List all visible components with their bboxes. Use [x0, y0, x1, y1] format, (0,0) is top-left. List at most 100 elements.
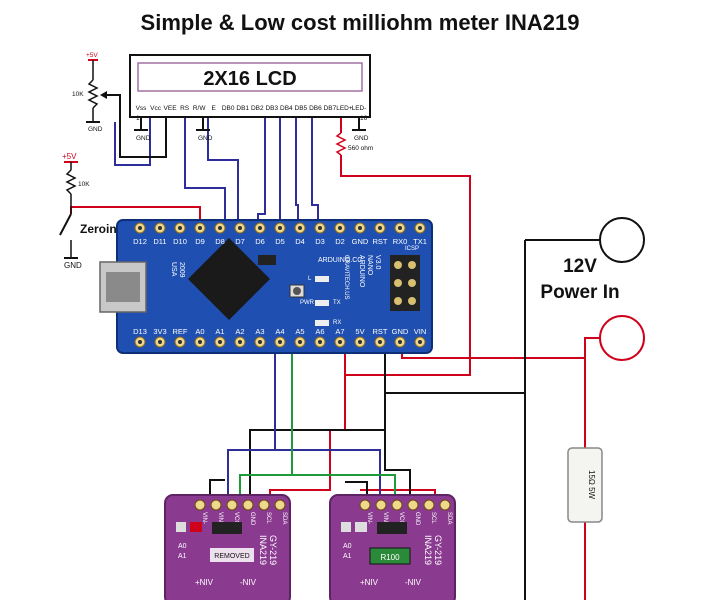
gnd-label-3: GND — [354, 135, 369, 142]
ina2-name: INA219 — [423, 535, 433, 565]
nano-pin-label: TX1 — [413, 237, 427, 246]
nano-pin-label: D2 — [335, 237, 345, 246]
ina-pin-hole — [359, 499, 371, 511]
nano-pin-label: A5 — [295, 327, 304, 336]
nano-pin-label: D8 — [215, 237, 225, 246]
nano-pin-label: D7 — [235, 237, 245, 246]
ina-pin-hole — [274, 499, 286, 511]
nano-pin-center — [158, 226, 162, 230]
ina-pin-label: VIN- — [366, 512, 372, 524]
nano-pin-label: A4 — [275, 327, 284, 336]
lcd-pin-label: DB4 — [280, 105, 293, 112]
lcd-pin-label: Vss — [136, 105, 148, 112]
nano-pin-center — [358, 340, 362, 344]
nano-pin-center — [138, 340, 142, 344]
ina1-bottom-pin-2: -NIV — [240, 578, 257, 587]
power-input: 12V Power In — [540, 217, 645, 361]
zero-resistor-label: 10K — [78, 181, 90, 188]
ina1-a1: A1 — [178, 553, 187, 560]
load-resistor: 15Ω 5W — [567, 447, 603, 523]
nano-pin-center — [318, 340, 322, 344]
nano-text-usa: USA — [170, 262, 177, 277]
lcd-pin-label: Vcc — [150, 105, 162, 112]
diagram-title: Simple & Low cost milliohm meter INA219 — [141, 10, 580, 35]
nano-pin-label: RX0 — [393, 237, 408, 246]
nano-pin-label: RST — [373, 237, 388, 246]
lcd-pin-1: 1 — [136, 115, 140, 122]
nano-text-gravitech: GRAVITECH.US — [343, 255, 349, 300]
nano-pin-center — [138, 226, 142, 230]
nano-pin-center — [238, 226, 242, 230]
ina1-a0: A0 — [178, 543, 187, 550]
nano-pin-center — [258, 226, 262, 230]
nano-pin-center — [418, 340, 422, 344]
zero-gnd-label: GND — [64, 261, 82, 270]
nano-pin-label: D12 — [133, 237, 147, 246]
nano-pin-label: A7 — [335, 327, 344, 336]
nano-pin-label: A2 — [235, 327, 244, 336]
nano-pin-center — [378, 340, 382, 344]
pot-supply-label: +5V — [86, 52, 98, 59]
ina-pin-hole — [194, 499, 206, 511]
nano-pin-label: D4 — [295, 237, 305, 246]
nano-text-tx: TX — [333, 300, 341, 306]
nano-text-l: L — [308, 276, 312, 282]
nano-pin-label: GND — [392, 327, 409, 336]
nano-pin-center — [378, 226, 382, 230]
load-resistor-label: 15Ω 5W — [587, 470, 596, 500]
nano-pin-center — [198, 340, 202, 344]
backlight-resistor: 560 ohm — [335, 132, 373, 156]
lcd-pin-label: DB1 — [236, 105, 249, 112]
nano-pin-label: A3 — [255, 327, 264, 336]
ina1-shunt-label: REMOVED — [214, 553, 249, 560]
nano-text-pwr: PWR — [300, 300, 315, 306]
ina-pin-hole — [439, 499, 451, 511]
ina-pin-label: SDA — [446, 512, 452, 524]
ina-pin-label: VIN- — [201, 512, 207, 524]
lcd-pin-label: RS — [180, 105, 190, 112]
ina-pin-hole — [391, 499, 403, 511]
zeroing-circuit: +5V 10K Zeroing GND — [59, 152, 124, 270]
nano-pin-label: RST — [373, 327, 388, 336]
nano-pin-label: D10 — [173, 237, 187, 246]
nano-pin-label: D5 — [275, 237, 285, 246]
ina1-bottom-pin-1: +NIV — [195, 578, 214, 587]
nano-pin-label: 5V — [355, 327, 364, 336]
nano-pin-center — [238, 340, 242, 344]
nano-pin-label: A6 — [315, 327, 324, 336]
nano-text-rx: RX — [333, 320, 341, 326]
ina1-name: INA219 — [258, 535, 268, 565]
backlight-resistor-label: 560 ohm — [348, 145, 373, 152]
nano-pin-center — [198, 226, 202, 230]
nano-pin-label: REF — [173, 327, 188, 336]
ina-pin-hole — [242, 499, 254, 511]
zeroing-label: Zeroing — [80, 222, 124, 236]
nano-pin-label: D9 — [195, 237, 205, 246]
gnd-label-1: GND — [136, 135, 151, 142]
ina-pin-label: SCL — [430, 512, 436, 524]
lcd-pin-label: E — [211, 105, 216, 112]
power-label-line1: 12V — [563, 256, 597, 277]
contrast-potentiometer: +5V 10K GND — [72, 52, 107, 133]
ina2-bottom-pin-2: -NIV — [405, 578, 422, 587]
nano-pin-label: D13 — [133, 327, 147, 336]
ina2-a1: A1 — [343, 553, 352, 560]
nano-pin-label: 3V3 — [153, 327, 166, 336]
nano-text-nano: NANO — [366, 255, 373, 276]
nano-pin-center — [338, 226, 342, 230]
nano-pin-center — [178, 226, 182, 230]
nano-text-version: V3.0 — [374, 255, 381, 270]
nano-pin-label: VIN — [414, 327, 427, 336]
ina2-bottom-pin-1: +NIV — [360, 578, 379, 587]
nano-pin-label: A0 — [195, 327, 204, 336]
nano-pin-center — [258, 340, 262, 344]
nano-pin-center — [178, 340, 182, 344]
nano-pin-label: D6 — [255, 237, 265, 246]
nano-pin-center — [278, 340, 282, 344]
